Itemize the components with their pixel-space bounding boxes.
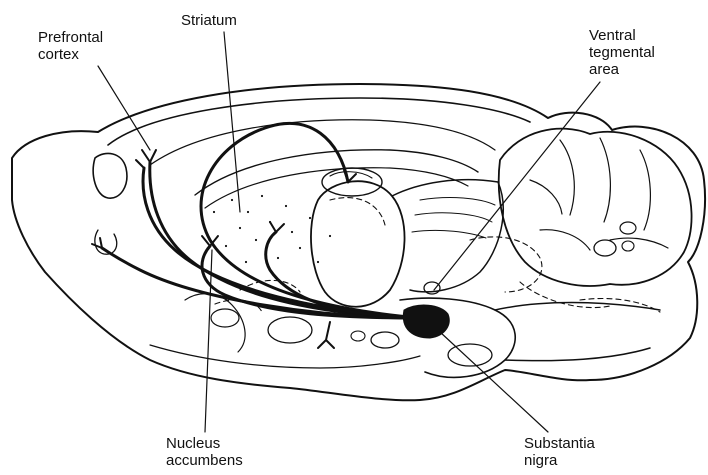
label-substantia-nigra: Substantia nigra: [524, 435, 595, 469]
dashed-structures: [215, 198, 660, 312]
leader-vta: [434, 82, 600, 290]
midbrain-fibres: [412, 198, 495, 238]
thalamus: [311, 181, 405, 307]
vta-sn-cell-mass: [403, 305, 449, 338]
leader-substantia-nigra: [440, 332, 548, 432]
cerebellum-folia: [530, 138, 668, 250]
ventral-contour: [150, 345, 420, 368]
septal-nucleus: [211, 309, 239, 327]
label-ventral-tegmental-area: Ventral tegmental area: [589, 27, 655, 78]
label-vta-line-3: area: [589, 61, 655, 78]
cortex-inner-arc: [150, 120, 495, 165]
nigrostriatal-pathway: [201, 123, 420, 318]
label-nucleus-accumbens: Nucleus accumbens: [166, 435, 243, 469]
label-prefrontal-cortex-line-2: cortex: [38, 46, 103, 63]
label-nucleus-accumbens-line-1: Nucleus: [166, 435, 243, 452]
label-vta-line-1: Ventral: [589, 27, 655, 44]
cerebellum-nucleus-2: [620, 222, 636, 234]
cerebellum-nucleus-1: [594, 240, 616, 256]
leader-prefrontal: [98, 66, 150, 150]
medulla: [495, 303, 660, 361]
label-prefrontal-cortex: Prefrontal cortex: [38, 29, 103, 63]
label-prefrontal-cortex-line-1: Prefrontal: [38, 29, 103, 46]
midbrain: [392, 180, 503, 292]
striatum-stipple: [213, 195, 331, 263]
label-vta-line-2: tegmental: [589, 44, 655, 61]
hypothalamic-nucleus-2: [351, 331, 365, 341]
cortex-arc: [108, 98, 530, 145]
amygdala: [268, 317, 312, 343]
label-nucleus-accumbens-line-2: accumbens: [166, 452, 243, 469]
stria-medullaris: [330, 172, 372, 178]
label-substantia-nigra-line-1: Substantia: [524, 435, 595, 452]
dopamine-pathways: [102, 123, 420, 318]
mesocortical-pathway-2: [143, 168, 420, 318]
olfactory-bulb: [93, 153, 127, 198]
label-striatum: Striatum: [181, 12, 237, 29]
label-substantia-nigra-line-2: nigra: [524, 452, 595, 469]
corpus-callosum-lower: [205, 168, 468, 208]
cerebellum-nucleus-3: [622, 241, 634, 251]
pontine-nucleus: [448, 344, 492, 366]
cerebellum: [499, 129, 692, 286]
leader-striatum: [224, 32, 240, 212]
hypothalamic-nucleus-1: [371, 332, 399, 348]
label-striatum-line-1: Striatum: [181, 12, 237, 29]
pathway-terminals: [92, 150, 356, 348]
